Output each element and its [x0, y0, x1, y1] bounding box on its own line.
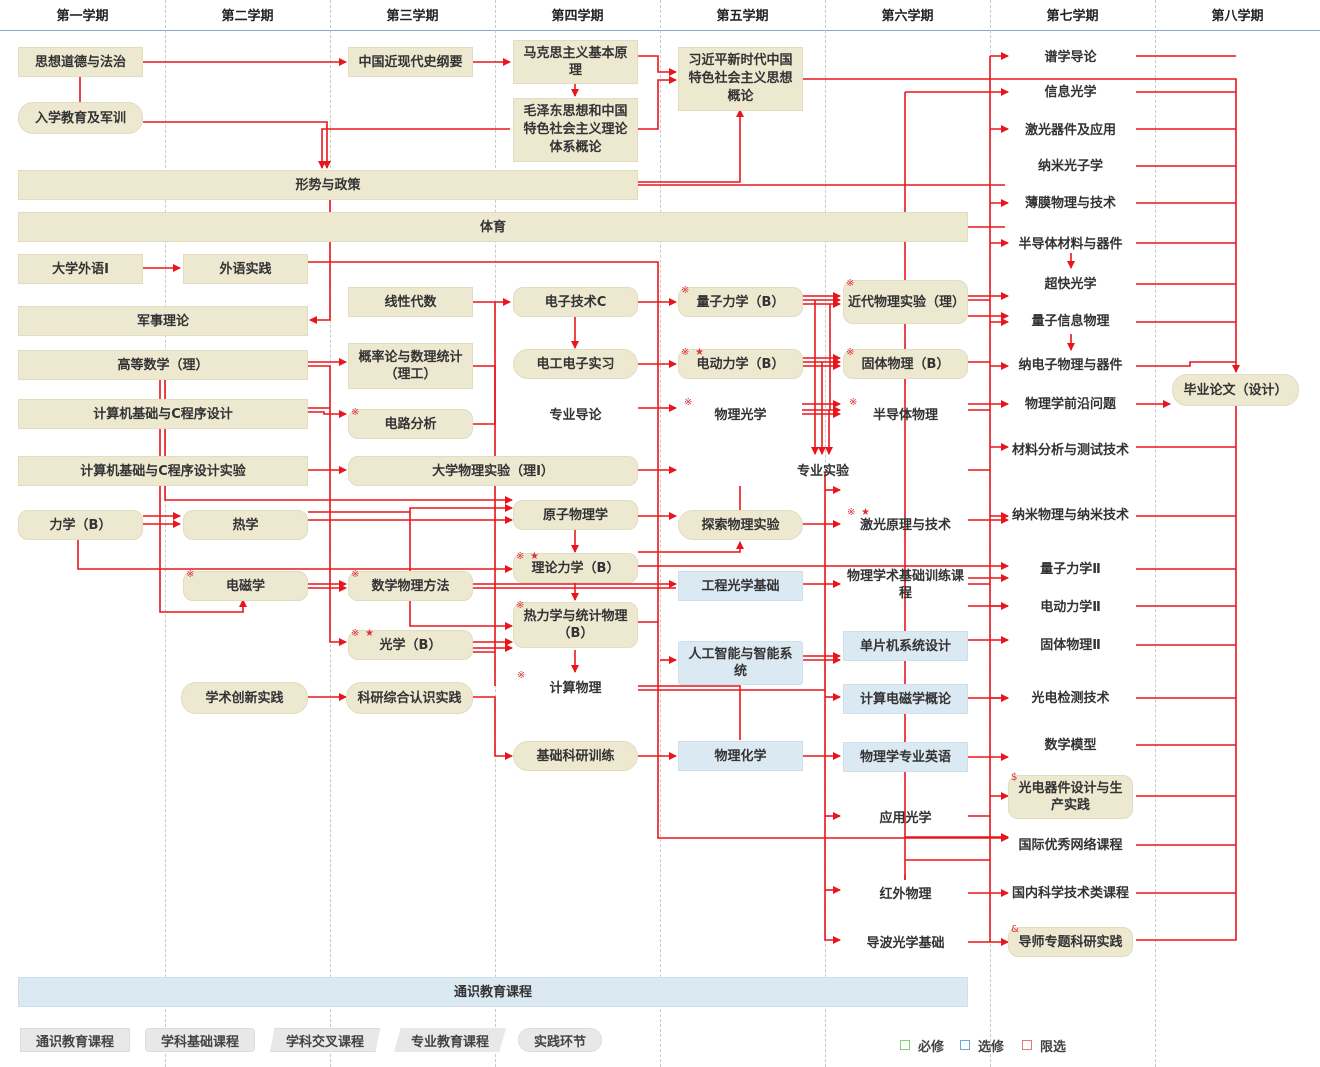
- course-optics: ※★光学（B）: [348, 629, 473, 660]
- semester-5-header: 第五学期: [716, 9, 769, 24]
- legend-practice: 实践环节: [518, 1028, 602, 1052]
- course-solid-state-physics-2: 固体物理Ⅱ: [1008, 631, 1133, 659]
- course-ai-intelligent-systems: 人工智能与智能系统: [678, 641, 803, 685]
- course-xi-jinping-thought: 习近平新时代中国特色社会主义思想概论: [678, 47, 803, 111]
- course-ideology-morality: 思想道德与法治: [18, 47, 143, 77]
- course-exploratory-physics-lab: 探索物理实验: [678, 510, 803, 540]
- key-required-swatch: [900, 1040, 910, 1050]
- course-spectroscopy-intro: 谱学导论: [1008, 43, 1133, 71]
- course-modern-chinese-history: 中国近现代史纲要: [348, 47, 473, 77]
- course-probability-statistics: 概率论与数理统计（理工）: [348, 343, 473, 389]
- course-graduation-thesis: 毕业论文（设计）: [1172, 374, 1299, 406]
- course-mathematical-physics: ※数学物理方法: [348, 570, 473, 601]
- course-advanced-math: 高等数学（理）: [18, 350, 308, 380]
- course-quantum-information-physics: 量子信息物理: [1008, 307, 1133, 335]
- course-semiconductor-materials: 半导体材料与器件: [1008, 230, 1133, 258]
- course-quantum-mechanics: ※量子力学（B）: [678, 286, 803, 317]
- course-nanoelectronics: 纳电子物理与器件: [1008, 351, 1133, 379]
- legend-professional-education: 专业教育课程: [394, 1028, 506, 1052]
- course-nanophotonics: 纳米光子学: [1008, 152, 1133, 180]
- column-divider: [660, 0, 661, 1067]
- key-restricted-swatch: [1022, 1040, 1032, 1050]
- legend-interdisciplinary: 学科交叉课程: [270, 1028, 380, 1052]
- course-engineering-optics: 工程光学基础: [678, 571, 803, 601]
- course-major-introduction: 专业导论: [513, 400, 638, 430]
- course-basic-research-training: 基础科研训练: [513, 741, 638, 771]
- semester-6-header: 第六学期: [881, 9, 934, 24]
- semester-1-header: 第一学期: [56, 9, 109, 24]
- course-research-cognition-practice: 科研综合认识实践: [346, 682, 473, 714]
- course-optoelectronic-device-practice: $光电器件设计与生产实践: [1008, 773, 1133, 819]
- course-general-education: 通识教育课程: [18, 977, 968, 1007]
- course-electromagnetism: ※电磁学: [183, 570, 308, 601]
- course-electrical-internship: 电工电子实习: [513, 349, 638, 379]
- key-restricted-elective: 限选: [1022, 1036, 1066, 1055]
- course-physical-chemistry: 物理化学: [678, 741, 803, 771]
- course-physical-education: 体育: [18, 212, 968, 242]
- course-modern-physics-lab: ※近代物理实验（理）: [843, 279, 968, 324]
- course-nano-physics-technology: 纳米物理与纳米技术: [1008, 493, 1133, 537]
- key-elective-swatch: [960, 1040, 970, 1050]
- course-computer-c-lab: 计算机基础与C程序设计实验: [18, 456, 308, 486]
- course-thermodynamics-statistical-physics: ※热力学与统计物理（B）: [513, 601, 638, 648]
- course-guided-wave-optics: 导波光学基础: [843, 928, 968, 958]
- course-circuit-analysis: ※电路分析: [348, 408, 473, 439]
- course-university-physics-lab: 大学物理实验（理Ⅰ）: [348, 456, 638, 486]
- course-laser-devices: 激光器件及应用: [1008, 116, 1133, 144]
- legend-discipline-foundation: 学科基础课程: [145, 1028, 255, 1052]
- course-material-analysis: 材料分析与测试技术: [1008, 428, 1133, 472]
- semester-8-header: 第八学期: [1211, 9, 1264, 24]
- course-physical-optics: ※物理光学: [678, 398, 803, 430]
- course-domestic-science-courses: 国内科学技术类课程: [1008, 871, 1133, 915]
- course-advisor-research-practice: &导师专题科研实践: [1008, 925, 1133, 957]
- course-mechanics: 力学（B）: [18, 510, 143, 540]
- course-semiconductor-physics: ※半导体物理: [843, 398, 968, 430]
- course-atomic-physics: 原子物理学: [513, 500, 638, 530]
- course-electrodynamics-2: 电动力学Ⅱ: [1008, 593, 1133, 621]
- course-computational-physics: ※计算物理: [513, 671, 638, 703]
- course-applied-optics: 应用光学: [843, 803, 968, 833]
- course-thin-film-physics: 薄膜物理与技术: [1008, 189, 1133, 217]
- course-quantum-mechanics-2: 量子力学Ⅱ: [1008, 555, 1133, 583]
- course-laser-principles: ※★激光原理与技术: [843, 508, 968, 540]
- column-divider: [165, 0, 166, 1067]
- course-foreign-language-practice: 外语实践: [183, 254, 308, 284]
- course-entrance-military-training: 入学教育及军训: [18, 102, 143, 134]
- course-optoelectronic-detection: 光电检测技术: [1008, 684, 1133, 712]
- course-academic-training: 物理学术基础训练课程: [843, 563, 968, 607]
- course-information-optics: 信息光学: [1008, 78, 1133, 106]
- course-specialized-experiment: 专业实验: [678, 456, 968, 486]
- semester-7-header: 第七学期: [1046, 9, 1099, 24]
- course-international-online-courses: 国际优秀网络课程: [1008, 831, 1133, 859]
- course-physics-frontiers: 物理学前沿问题: [1008, 390, 1133, 418]
- course-microcontroller-design: 单片机系统设计: [843, 631, 968, 661]
- key-required: 必修: [900, 1036, 944, 1055]
- course-college-english-1: 大学外语Ⅰ: [18, 254, 143, 284]
- column-divider: [1155, 0, 1156, 1067]
- legend-general-education: 通识教育课程: [20, 1028, 130, 1052]
- course-mao-zedong-thought: 毛泽东思想和中国特色社会主义理论体系概论: [513, 98, 638, 162]
- course-ultrafast-optics: 超快光学: [1008, 270, 1133, 298]
- semester-3-header: 第三学期: [386, 9, 439, 24]
- semester-4-header: 第四学期: [551, 9, 604, 24]
- course-theoretical-mechanics: ※★理论力学（B）: [513, 552, 638, 583]
- semester-2-header: 第二学期: [221, 9, 274, 24]
- course-marxism-principles: 马克思主义基本原理: [513, 40, 638, 84]
- course-mathematical-modeling: 数学模型: [1008, 731, 1133, 759]
- course-military-theory: 军事理论: [18, 306, 308, 336]
- course-academic-innovation: 学术创新实践: [181, 682, 308, 714]
- course-computer-c-programming: 计算机基础与C程序设计: [18, 399, 308, 429]
- course-physics-english: 物理学专业英语: [843, 742, 968, 772]
- course-linear-algebra: 线性代数: [348, 287, 473, 317]
- course-electronics-c: 电子技术C: [513, 287, 638, 317]
- course-solid-state-physics: ※固体物理（B）: [843, 348, 968, 379]
- course-infrared-physics: 红外物理: [843, 879, 968, 909]
- course-computational-electromagnetics: 计算电磁学概论: [843, 684, 968, 714]
- course-electrodynamics: ※★电动力学（B）: [678, 348, 803, 379]
- course-thermodynamics: 热学: [183, 510, 308, 540]
- course-situation-policy: 形势与政策: [18, 170, 638, 200]
- key-elective: 选修: [960, 1036, 1004, 1055]
